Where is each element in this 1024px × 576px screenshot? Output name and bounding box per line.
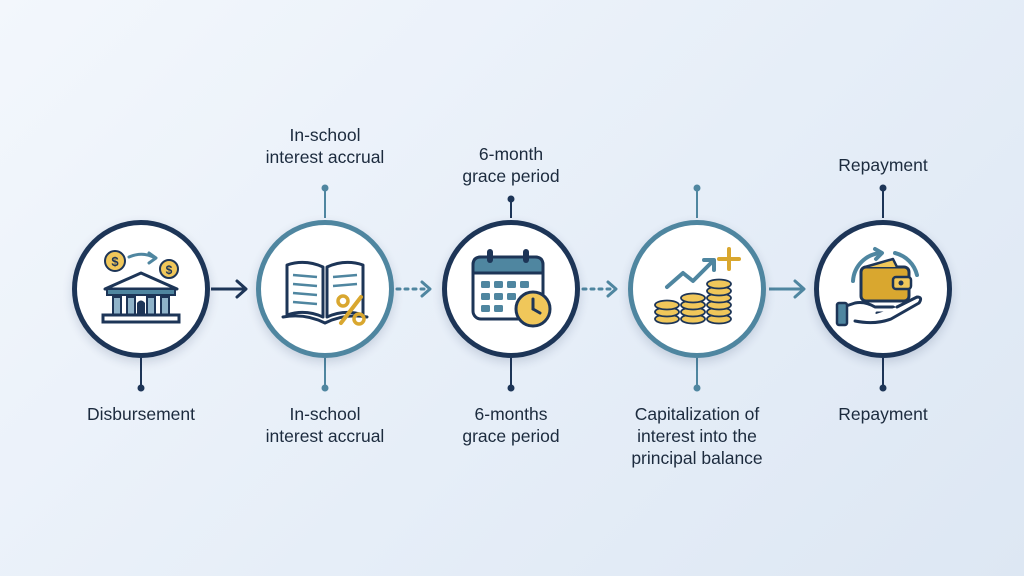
stage-node-in-school: [256, 220, 394, 358]
stem-dot-bottom-in-school: [321, 384, 329, 392]
stage-label-bottom-capitalization: Capitalization of interest into the prin…: [631, 404, 763, 468]
stage-node-disbursement: $ $: [72, 220, 210, 358]
coins-growth-icon: [654, 247, 741, 325]
arrow-in-school-to-grace: [395, 280, 432, 298]
stage-label-bottom-repayment: Repayment: [838, 404, 928, 424]
stage-node-grace: [442, 220, 580, 358]
stem-dot-top-capitalization: [693, 184, 701, 192]
svg-text:$: $: [166, 263, 173, 277]
stem-dot-disbursement: [137, 384, 145, 392]
svg-text:$: $: [111, 254, 119, 269]
calendar-clock-icon: [471, 249, 552, 328]
stage-label-top-repayment: Repayment: [838, 155, 928, 175]
stage-node-capitalization: [628, 220, 766, 358]
stem-dot-top-repayment: [879, 184, 887, 192]
arrow-disbursement-to-in-school: [211, 279, 248, 299]
stage-label-bottom-in-school: In-school interest accrual: [265, 404, 385, 446]
stem-dot-bottom-capitalization: [693, 384, 701, 392]
arrow-grace-to-capitalization: [581, 280, 618, 298]
stem-dot-bottom-grace: [507, 384, 515, 392]
stem-dot-bottom-repayment: [879, 384, 887, 392]
stage-label-bottom-disbursement: Disbursement: [87, 404, 195, 424]
stem-dot-top-grace: [507, 195, 515, 203]
stage-node-repayment: [814, 220, 952, 358]
bank-money-icon: $ $: [101, 250, 181, 324]
arrow-capitalization-to-repayment: [769, 279, 806, 299]
book-percent-icon: [281, 260, 369, 326]
stem-dot-top-in-school: [321, 184, 329, 192]
wallet-hand-icon: [835, 247, 923, 327]
stage-label-bottom-grace: 6-months grace period: [462, 404, 560, 446]
stage-label-top-grace: 6-month grace period: [462, 144, 560, 186]
stage-label-top-in-school: In-school interest accrual: [265, 125, 385, 167]
